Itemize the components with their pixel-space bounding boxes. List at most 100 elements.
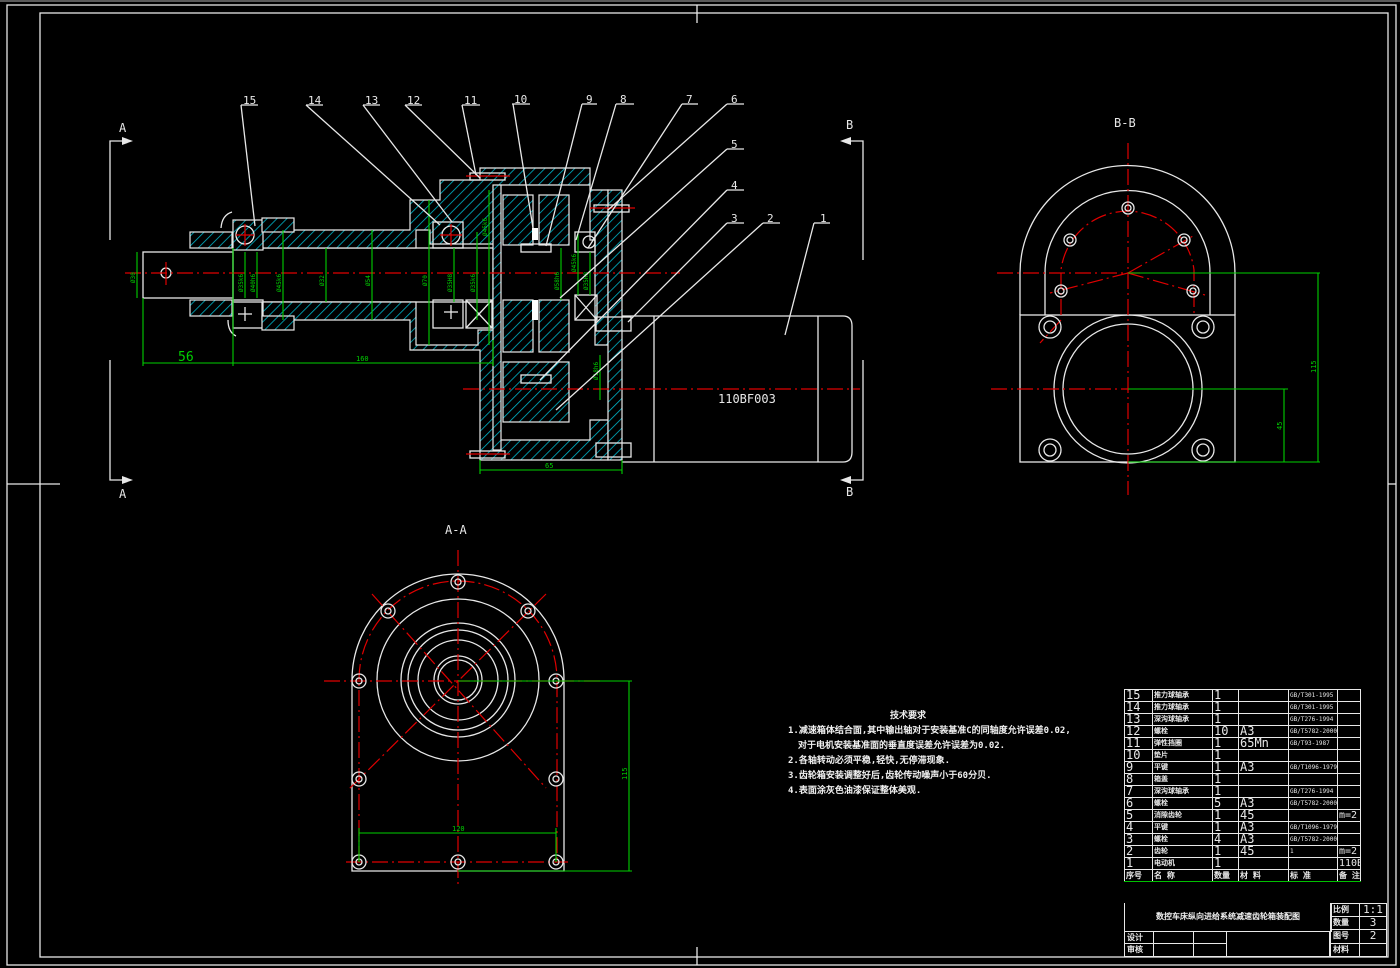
- pinion-gear: [502, 361, 570, 423]
- bom-cell-name: 螺栓: [1152, 725, 1213, 738]
- section-label-a-bottom: A: [119, 487, 127, 501]
- tech-req-item: 1.减速箱体结合面,其中输出轴对于安装基准C的同轴度允许误差0.02,: [788, 726, 1071, 736]
- bom-cell-qty: 1: [1212, 713, 1239, 726]
- bom-cell-remark: [1337, 821, 1361, 834]
- callout-4: 4: [539, 179, 744, 381]
- bom-cell-standard: GB/T301-1995: [1288, 701, 1338, 714]
- qty-value: 3: [1359, 916, 1387, 930]
- scale-label: 比例: [1330, 903, 1360, 917]
- gear-upper-right: [538, 194, 570, 246]
- bom-cell-remark: [1337, 797, 1361, 810]
- bom-cell-qty: 1: [1212, 737, 1239, 750]
- callout-10: 10: [512, 93, 534, 229]
- dim-bb-115: 115: [1310, 360, 1318, 373]
- bom-cell-qty: 10: [1212, 725, 1239, 738]
- bom-header-qty: 数量: [1212, 869, 1239, 882]
- section-marker-b-top: B: [840, 118, 864, 260]
- bom-header-row: 序号名 称数量材 料标 准备 注: [1124, 869, 1361, 882]
- thrust-bearing-left: [189, 231, 233, 249]
- bom-cell-material: A3: [1238, 797, 1289, 810]
- bom-cell-no: 10: [1124, 749, 1153, 762]
- dim-dia-32: Ø32: [319, 275, 326, 286]
- gear-dims: Ø45k6 Ø58h6 Ø45k6 Ø35H8 Ø18h6: [482, 190, 601, 400]
- bom-cell-remark: [1337, 713, 1361, 726]
- bom-cell-material: A3: [1238, 821, 1289, 834]
- oil-seal: [220, 211, 233, 229]
- bom-cell-qty: 1: [1212, 689, 1239, 702]
- gear-upper-left: [502, 194, 534, 246]
- bom-cell-name: 螺栓: [1152, 833, 1213, 846]
- bom-cell-name: 电动机: [1152, 857, 1213, 870]
- bom-cell-material: 65Mn: [1238, 737, 1289, 750]
- bom-cell-no: 12: [1124, 725, 1153, 738]
- gear-lower-right: [538, 299, 570, 353]
- svg-text:11: 11: [464, 94, 477, 107]
- svg-text:7: 7: [686, 93, 693, 106]
- dim-dia-30: Ø30: [130, 272, 137, 283]
- bom-header-standard: 标 准: [1288, 869, 1338, 882]
- bom-cell-qty: 1: [1212, 773, 1239, 786]
- bom-cell-material: [1238, 749, 1289, 762]
- callout-1: 1: [784, 212, 830, 336]
- part-callouts: 15 14 13 12 11 10 9 8 7 6 5 4 3 2 1: [240, 93, 830, 411]
- dim-aa-115: 115: [621, 767, 629, 780]
- dim-dia-54: Ø54: [365, 275, 372, 286]
- reviewer-value: [1153, 943, 1194, 957]
- bom-header-material: 材 料: [1238, 869, 1289, 882]
- section-view-bb: B-B 115 45: [991, 116, 1320, 495]
- bom-cell-remark: [1337, 701, 1361, 714]
- bom-cell-standard: GB/T5782-2000: [1288, 725, 1338, 738]
- bom-cell-remark: [1337, 737, 1361, 750]
- window-top-bar: [0, 0, 1400, 2]
- svg-text:5: 5: [731, 138, 738, 151]
- reviewer-label: 审核: [1124, 943, 1154, 957]
- dim-gear-58h6: Ø58h6: [554, 272, 561, 290]
- svg-text:4: 4: [731, 179, 738, 192]
- bom-cell-no: 14: [1124, 701, 1153, 714]
- bom-cell-no: 11: [1124, 737, 1153, 750]
- bom-cell-qty: 1: [1212, 845, 1239, 858]
- svg-text:6: 6: [731, 93, 738, 106]
- bom-cell-standard: GB/T93-1987: [1288, 737, 1338, 750]
- bom-cell-standard: [1288, 809, 1338, 822]
- bom-cell-material: [1238, 773, 1289, 786]
- bom-cell-standard: GB/T1096-1979: [1288, 821, 1338, 834]
- bom-cell-standard: [1288, 857, 1338, 870]
- callout-6: 6: [607, 93, 744, 211]
- svg-text:14: 14: [308, 94, 322, 107]
- svg-text:9: 9: [586, 93, 593, 106]
- bom-cell-name: 推力球轴承: [1152, 701, 1213, 714]
- bom-cell-material: [1238, 701, 1289, 714]
- bom-cell-remark: 110BF003: [1337, 857, 1361, 870]
- bom-cell-standard: GB/T5782-2000: [1288, 797, 1338, 810]
- outer-frame: [6, 4, 1397, 966]
- callout-9: 9: [545, 93, 597, 247]
- title-block-blank: [1226, 931, 1330, 957]
- bom-cell-qty: 1: [1212, 809, 1239, 822]
- bom-cell-no: 4: [1124, 821, 1153, 834]
- dim-dia-70: Ø70: [422, 275, 429, 286]
- bom-cell-no: 6: [1124, 797, 1153, 810]
- bom-cell-no: 2: [1124, 845, 1153, 858]
- gearbox-cover: [607, 189, 623, 461]
- bom-cell-remark: m=2 z=50: [1337, 809, 1361, 822]
- bom-cell-name: 弹性挡圈: [1152, 737, 1213, 750]
- dim-dia-35k6: Ø35k6: [238, 274, 245, 292]
- bom-cell-remark: [1337, 761, 1361, 774]
- bearing-13: [432, 221, 464, 249]
- tech-req-item: 4.表面涂灰色油漆保证整体美观.: [788, 786, 922, 796]
- dim-dia-35k6-right: Ø35k6: [470, 274, 477, 292]
- bolt-lower-right: [595, 442, 632, 458]
- bom-cell-no: 13: [1124, 713, 1153, 726]
- bom-cell-material: [1238, 713, 1289, 726]
- dim-dia-35h8: Ø35H8: [447, 274, 454, 292]
- tech-req-title: 技术要求: [889, 711, 926, 721]
- callout-14: 14: [305, 94, 441, 226]
